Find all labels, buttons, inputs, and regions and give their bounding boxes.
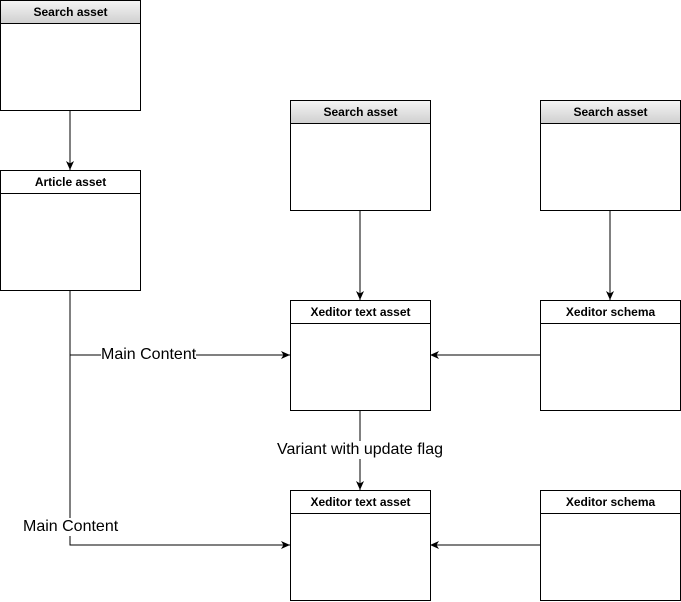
edge-label-variant-with-update-flag: Variant with update flag xyxy=(277,441,444,459)
node-xeditor-text-asset-top[interactable]: Xeditor text asset xyxy=(290,300,431,411)
edge-label-main-content-bottom: Main Content xyxy=(23,518,119,536)
node-title: Search asset xyxy=(541,101,680,124)
node-search-asset-left[interactable]: Search asset xyxy=(0,0,141,111)
node-search-asset-middle[interactable]: Search asset xyxy=(290,100,431,211)
node-xeditor-schema-bottom[interactable]: Xeditor schema xyxy=(540,490,681,601)
node-title: Xeditor schema xyxy=(541,301,680,324)
node-title: Article asset xyxy=(1,171,140,194)
node-title: Search asset xyxy=(1,1,140,24)
node-title: Search asset xyxy=(291,101,430,124)
node-xeditor-text-asset-bottom[interactable]: Xeditor text asset xyxy=(290,490,431,601)
node-title: Xeditor text asset xyxy=(291,301,430,324)
node-article-asset[interactable]: Article asset xyxy=(0,170,141,291)
node-xeditor-schema-top[interactable]: Xeditor schema xyxy=(540,300,681,411)
node-title: Xeditor schema xyxy=(541,491,680,514)
node-title: Xeditor text asset xyxy=(291,491,430,514)
edge-article-to-xeditor-bottom xyxy=(69,355,290,549)
node-search-asset-right[interactable]: Search asset xyxy=(540,100,681,211)
edge-label-main-content-top: Main Content xyxy=(101,346,197,364)
